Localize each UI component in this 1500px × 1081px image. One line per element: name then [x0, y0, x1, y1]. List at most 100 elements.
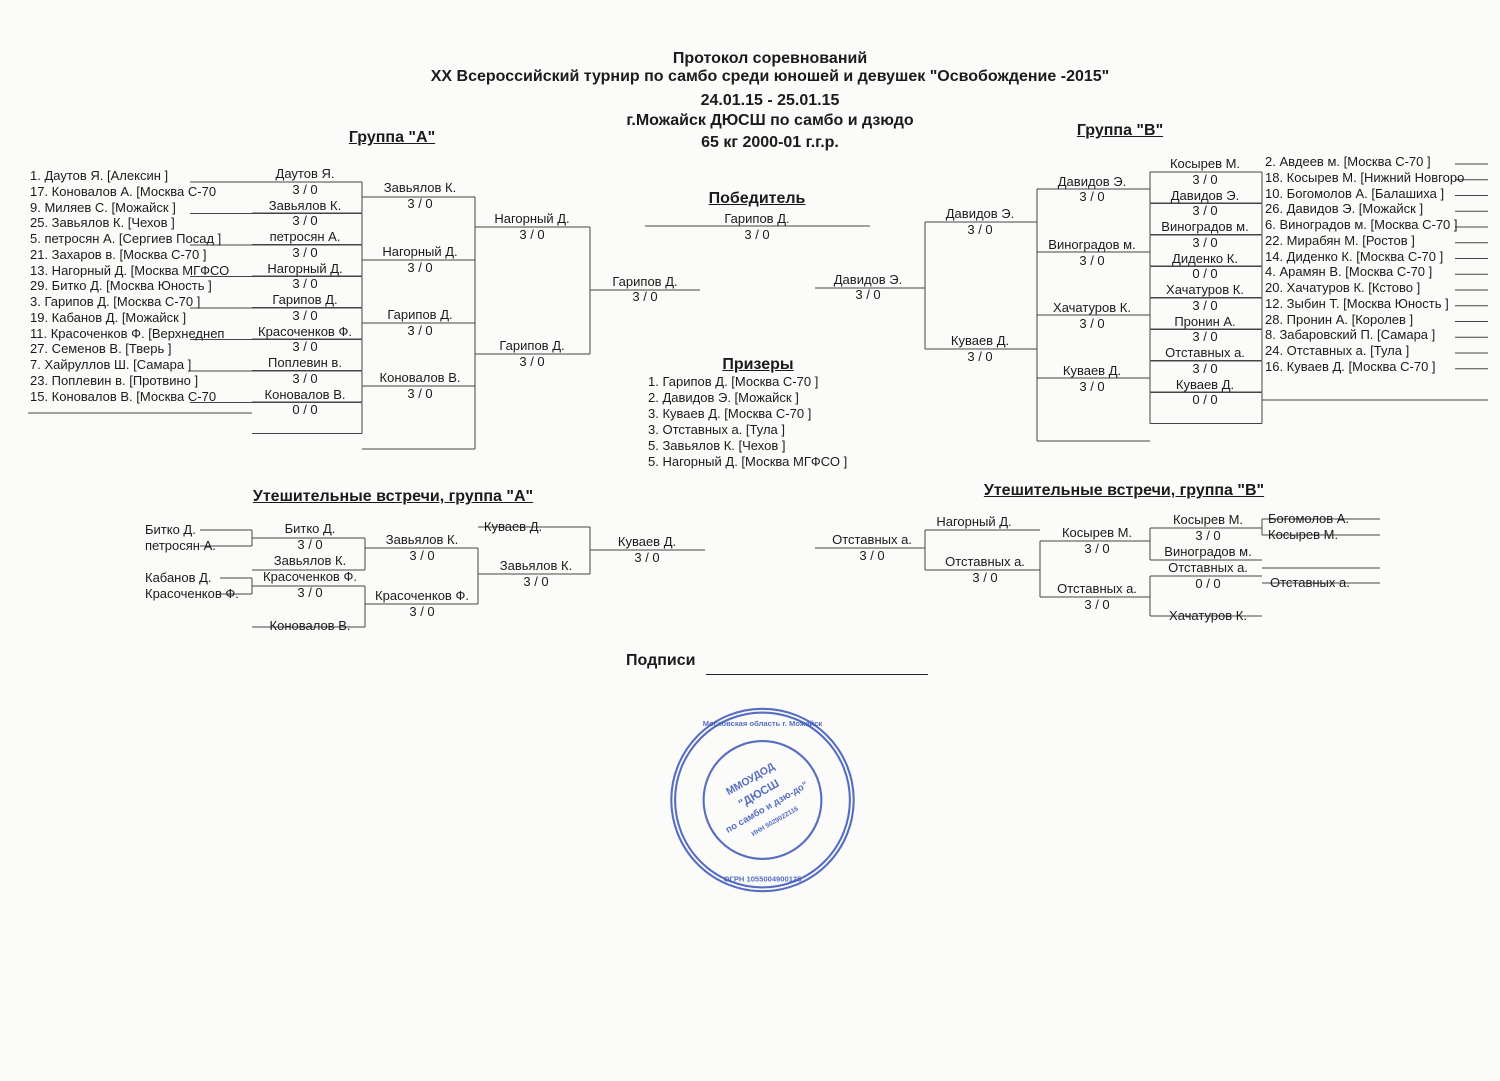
consolation-round3-cell: Куваев Д.: [483, 519, 543, 534]
bracket-round2-cell: Нагорный Д.: [382, 244, 458, 259]
consolation-entrant: Косырев М.: [1268, 527, 1339, 542]
group-a-final-cell: 3 / 0: [632, 289, 658, 304]
entrant-label: 24. Отставных а. [Тула ]: [1265, 343, 1410, 358]
entrant-label: 17. Коновалов А. [Москва С-70: [30, 183, 217, 199]
entrant-label: 3. Гарипов Д. [Москва С-70 ]: [30, 294, 201, 309]
prize-list-item: 3. Отставных а. [Тула ]: [648, 422, 785, 437]
consolation-entrant: петросян А.: [145, 538, 216, 553]
bracket-round1-cell: Красоченков Ф.: [258, 323, 352, 339]
consolation-entrant: Битко Д.: [145, 522, 196, 537]
entrant-label: 4. Арамян В. [Москва С-70 ]: [1265, 264, 1433, 280]
consolation-entrant: Красоченков Ф.: [145, 586, 239, 601]
bracket-round2-cell: Гарипов Д.: [387, 307, 453, 322]
bracket-round1-cell: 0 / 0: [292, 402, 318, 418]
signature-line: [706, 674, 928, 675]
consolation-round1-cell: Завьялов К.: [273, 553, 347, 568]
entrant-label: 5. петросян А. [Сергиев Посад ]: [30, 231, 222, 246]
bracket-round2-cell: Завьялов К.: [383, 180, 457, 195]
consolation-final-cell: Куваев Д.: [617, 534, 677, 549]
consolation-round1-cell: 3 / 0: [1195, 528, 1221, 543]
consolation-entrant: Кабанов Д.: [145, 570, 212, 585]
group-a-title: Группа "А": [348, 129, 436, 146]
bracket-round1-cell: 3 / 0: [1192, 297, 1218, 313]
consolation-round2-cell: Отставных а.: [1057, 581, 1137, 596]
group-b-final-cell: 3 / 0: [855, 287, 881, 302]
consolation-entrant: Богомолов А.: [1268, 511, 1350, 526]
bracket-round2-cell: 3 / 0: [407, 260, 433, 275]
bracket-round1-cell: Коновалов В.: [264, 386, 346, 402]
entrant-label: 8. Забаровский П. [Самара ]: [1265, 327, 1436, 343]
bracket-round1-cell: 3 / 0: [292, 307, 318, 323]
bracket-round1-cell: 0 / 0: [1192, 266, 1218, 282]
consolation-final-cell: 3 / 0: [859, 548, 885, 563]
bracket-round1-cell: Диденко К.: [1172, 250, 1238, 266]
consolation-round2-cell: 3 / 0: [1084, 597, 1110, 612]
consolation-round3-cell: Завьялов К.: [499, 558, 573, 573]
entrant-label: 29. Битко Д. [Москва Юность ]: [30, 278, 212, 294]
consolation-final-cell: Отставных а.: [832, 532, 912, 547]
bracket-round1-cell: 3 / 0: [1192, 329, 1218, 345]
bracket-round3-cell: Давидов Э.: [945, 206, 1015, 221]
consolation-round3-cell: 3 / 0: [523, 574, 549, 589]
svg-text:ОГРН 1055004900125: ОГРН 1055004900125: [724, 875, 803, 884]
entrant-label: 21. Захаров в. [Москва С-70 ]: [30, 246, 207, 262]
bracket-round3-cell: 3 / 0: [967, 349, 993, 364]
consolation-round1-cell: Битко Д.: [284, 521, 336, 536]
bracket-round2-cell: 3 / 0: [407, 196, 433, 211]
bracket-round2-cell: 3 / 0: [407, 323, 433, 338]
bracket-round1-cell: Даутов Я.: [275, 166, 335, 181]
bracket-round3-cell: 3 / 0: [967, 222, 993, 237]
prize-list-item: 3. Куваев Д. [Москва С-70 ]: [648, 406, 812, 421]
consolation-round3-cell: Отставных а.: [945, 554, 1025, 569]
group-b-title: Группа "В": [1076, 122, 1164, 139]
consolation-round2-cell: Косырев М.: [1061, 525, 1133, 540]
consolation-round1-cell: Коновалов В.: [269, 618, 351, 633]
bracket-round2-cell: 3 / 0: [1079, 379, 1105, 394]
consolation-round1-cell: Красоченков Ф.: [263, 569, 357, 584]
prize-list-item: 2. Давидов Э. [Можайск ]: [648, 390, 799, 405]
entrant-label: 19. Кабанов Д. [Можайск ]: [30, 309, 187, 325]
winner-score: 3 / 0: [744, 227, 770, 242]
entrant-label: 15. Коновалов В. [Москва С-70: [30, 388, 217, 404]
bracket-round1-cell: Виноградов м.: [1161, 219, 1249, 234]
group-b-final-cell: Давидов Э.: [833, 272, 903, 287]
entrant-label: 14. Диденко К. [Москва С-70 ]: [1265, 248, 1444, 264]
entrant-label: 11. Красоченков Ф. [Верхнеднеп: [30, 325, 225, 341]
official-stamp-icon: ММОУДОД "ДЮСШ по самбо и дзю-до" ИНН 502…: [670, 707, 855, 893]
entrant-label: 2. Авдеев м. [Москва С-70 ]: [1265, 154, 1431, 169]
svg-text:Московская область г. Можайск: Московская область г. Можайск: [703, 719, 823, 728]
bracket-round1-cell: Хачатуров К.: [1166, 282, 1244, 297]
prizes-title: Призеры: [722, 356, 794, 373]
bracket-round2-cell: 3 / 0: [1079, 189, 1105, 204]
event-venue: г.Можайск ДЮСШ по самбо и дзюдо: [626, 112, 914, 129]
entrant-label: 18. Косырев М. [Нижний Новгоро: [1265, 169, 1465, 185]
bracket-round2-cell: Куваев Д.: [1062, 363, 1122, 378]
consolation-round2-cell: 3 / 0: [1084, 541, 1110, 556]
bracket-round3-cell: Куваев Д.: [950, 333, 1010, 348]
bracket-round2-cell: 3 / 0: [1079, 253, 1105, 268]
winner-name: Гарипов Д.: [724, 211, 790, 226]
bracket-round1-cell: Косырев М.: [1169, 156, 1241, 171]
consolation-a-title: Утешительные встречи, группа "А": [252, 488, 534, 505]
bracket-round1-cell: 3 / 0: [292, 181, 318, 197]
bracket-round3-cell: Нагорный Д.: [494, 211, 570, 226]
entrant-label: 6. Виноградов м. [Москва С-70 ]: [1265, 217, 1458, 232]
consolation-round2-cell: 3 / 0: [409, 604, 435, 619]
bracket-round1-cell: 3 / 0: [292, 276, 318, 292]
bracket-round3-cell: Гарипов Д.: [499, 338, 565, 353]
bracket-round1-cell: Куваев Д.: [1175, 376, 1235, 392]
bracket-round2-cell: Коновалов В.: [379, 370, 461, 385]
document-title: Протокол соревнований: [672, 50, 868, 67]
bracket-round1-cell: Гарипов Д.: [272, 292, 338, 307]
entrant-label: 23. Поплевин в. [Протвино ]: [30, 372, 199, 388]
consolation-round1-cell: 0 / 0: [1195, 576, 1221, 591]
consolation-final-cell: 3 / 0: [634, 550, 660, 565]
group-a-final-cell: Гарипов Д.: [612, 274, 678, 289]
bracket-round3-cell: 3 / 0: [519, 354, 545, 369]
bracket-round2-cell: Виноградов м.: [1048, 237, 1136, 252]
consolation-round1-cell: Виноградов м.: [1164, 544, 1252, 559]
event-title: XX Всероссийский турнир по самбо среди ю…: [430, 68, 1110, 85]
winner-title: Победитель: [708, 190, 806, 207]
entrant-label: 13. Нагорный Д. [Москва МГФСО: [30, 262, 230, 278]
entrant-label: 7. Хайруллов Ш. [Самара ]: [30, 357, 192, 372]
